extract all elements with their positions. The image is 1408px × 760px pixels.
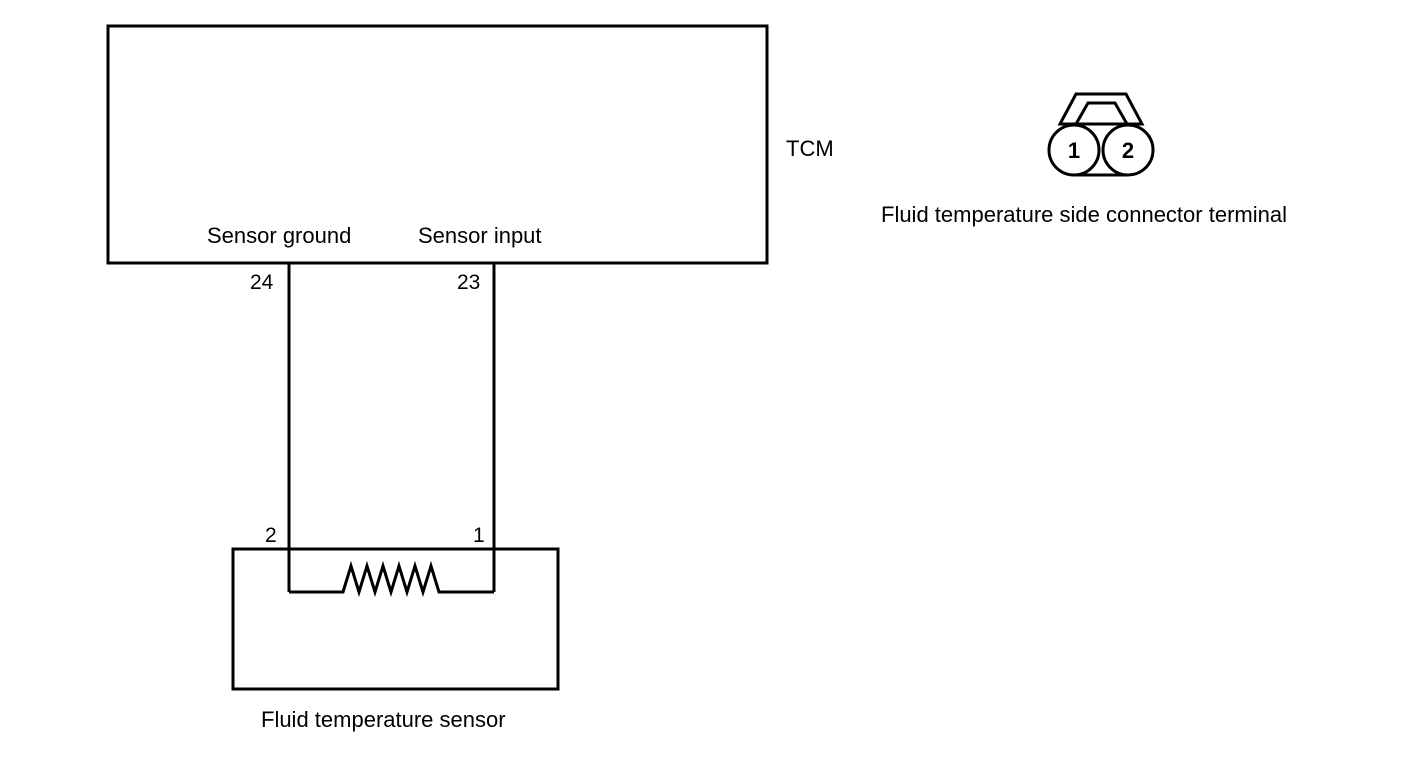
tcm-label: TCM [786, 136, 834, 161]
sensor-pin-1: 1 [473, 524, 485, 547]
resistor-icon [289, 560, 494, 598]
sensor-pin-2: 2 [265, 524, 277, 547]
connector-terminal-1: 1 [1068, 138, 1080, 163]
connector-terminal-2-circle [1101, 123, 1155, 177]
sensor-input-label: Sensor input [418, 223, 542, 248]
sensor-label: Fluid temperature sensor [261, 707, 506, 732]
tcm-pin-23: 23 [457, 271, 480, 294]
connector-label: Fluid temperature side connector termina… [881, 202, 1287, 227]
connector-latch-inner [1073, 101, 1130, 126]
connector-terminal-1-circle [1047, 123, 1101, 177]
sensor-box [231, 547, 560, 691]
sensor-ground-label: Sensor ground [207, 223, 351, 248]
connector-icon: 1 2 [1047, 92, 1155, 177]
connector-terminal-2: 2 [1122, 138, 1134, 163]
tcm-pin-24: 24 [250, 271, 274, 294]
connector-latch-outer [1057, 92, 1145, 126]
tcm-box [106, 24, 769, 265]
